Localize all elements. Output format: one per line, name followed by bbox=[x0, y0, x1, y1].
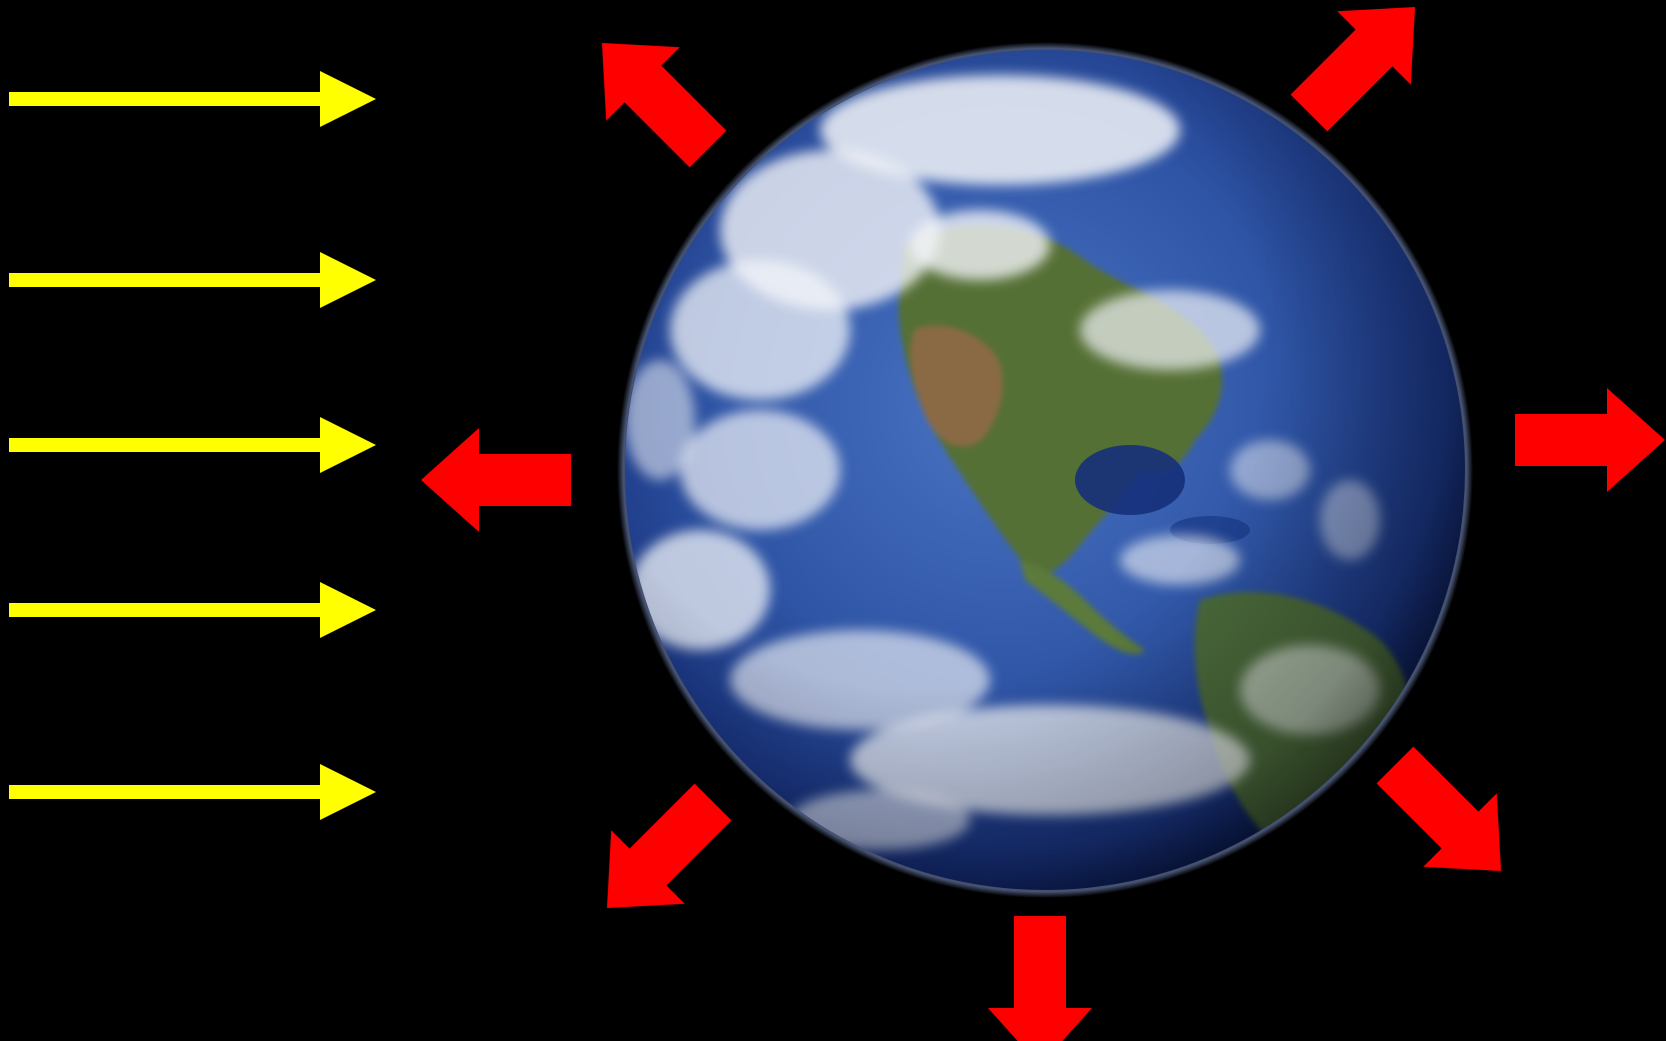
incoming-arrow bbox=[9, 764, 376, 820]
incoming-arrow bbox=[9, 582, 376, 638]
outgoing-arrow-right bbox=[1515, 388, 1665, 492]
incoming-arrow bbox=[9, 71, 376, 127]
incoming-arrows bbox=[9, 71, 376, 820]
outgoing-arrow-down bbox=[988, 916, 1092, 1041]
outgoing-arrow-down-right bbox=[1358, 728, 1538, 908]
outgoing-arrow-up-left bbox=[565, 6, 745, 186]
incoming-arrow bbox=[9, 417, 376, 473]
earth-globe-icon bbox=[617, 42, 1473, 898]
outgoing-arrow-left bbox=[421, 428, 571, 532]
incoming-arrow bbox=[9, 252, 376, 308]
outgoing-arrow-down-left bbox=[570, 765, 750, 945]
